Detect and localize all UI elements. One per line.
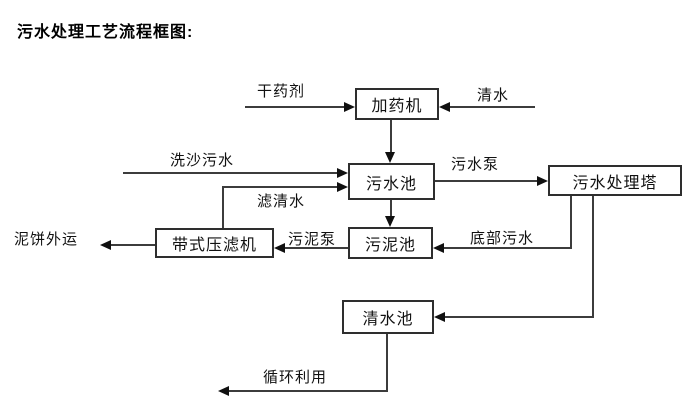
edge-line-bottom-sewage-vert: [570, 196, 572, 249]
node-dosing-machine: 加药机: [355, 88, 439, 120]
arrowhead-recycle: [218, 386, 229, 396]
edge-label-sludge-pump: 污泥泵: [288, 231, 337, 248]
node-treatment-tower: 污水处理塔: [548, 165, 682, 196]
edge-line-filtered-water-vert: [222, 186, 224, 228]
edge-line-sewage-to-sludge: [390, 200, 392, 217]
arrowhead-dosing-to-sewage: [385, 152, 395, 163]
arrowhead-dry-chemical: [344, 102, 355, 112]
node-belt-filter-press: 带式压滤机: [155, 228, 274, 258]
edge-line-sand-washing: [123, 172, 339, 174]
edge-line-mud-cake-out: [110, 244, 155, 246]
edge-line-dosing-to-sewage: [390, 120, 392, 154]
node-sludge-pool: 污泥池: [348, 227, 433, 259]
edge-label-bottom-sewage: 底部污水: [470, 230, 535, 247]
edge-line-bottom-sewage-horz: [443, 247, 572, 249]
edge-line-sewage-pump: [435, 180, 538, 182]
arrowhead-sewage-to-sludge: [385, 216, 395, 227]
edge-label-filtered-water: 滤清水: [257, 193, 306, 210]
edge-line-filtered-water-horz: [222, 186, 339, 188]
arrowhead-sewage-pump: [537, 176, 548, 186]
edge-label-dry-chemical: 干药剂: [257, 83, 306, 100]
arrowhead-sludge-pump: [274, 243, 285, 253]
edge-line-dry-chemical: [245, 106, 346, 108]
edge-line-tower-to-clear-horz: [444, 316, 594, 318]
edge-label-recycle: 循环利用: [263, 369, 328, 386]
arrowhead-clear-water: [439, 102, 450, 112]
edge-label-sand-washing: 洗沙污水: [170, 152, 235, 169]
edge-line-sludge-pump: [284, 247, 348, 249]
arrowhead-bottom-sewage: [433, 243, 444, 253]
node-clear-water-pool: 清水池: [342, 300, 434, 334]
edge-label-clear-water: 清水: [477, 87, 510, 104]
node-sewage-pool: 污水池: [348, 163, 435, 200]
arrowhead-tower-to-clear: [434, 312, 445, 322]
arrowhead-sand-washing: [337, 168, 348, 178]
arrowhead-mud-cake-out: [100, 240, 111, 250]
edge-line-tower-to-clear-vert: [592, 196, 594, 318]
edge-line-recycle-horz: [228, 390, 388, 392]
edge-label-mud-cake-out: 泥饼外运: [14, 231, 79, 248]
arrowhead-filtered-water: [337, 182, 348, 192]
diagram-title: 污水处理工艺流程框图:: [17, 24, 194, 41]
edge-line-clear-water: [448, 106, 535, 108]
edge-line-recycle-vert: [386, 334, 388, 391]
edge-label-sewage-pump: 污水泵: [451, 156, 500, 173]
